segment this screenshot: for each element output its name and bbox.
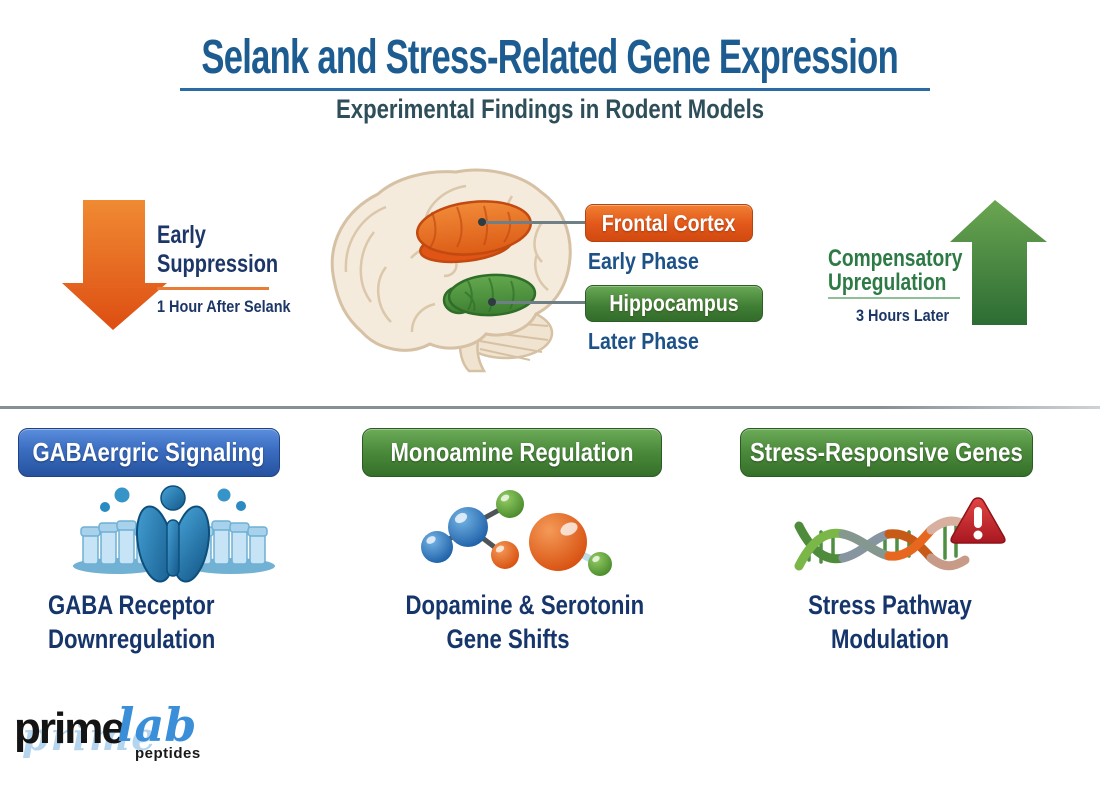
compensatory-line1: Compensatory [828, 245, 963, 272]
page-subtitle: Experimental Findings in Rodent Models [335, 94, 765, 124]
hippocampus-region [442, 273, 537, 317]
early-suppression-caption: 1 Hour After Selank [157, 297, 291, 316]
monoamine-card-label: Dopamine & Serotonin Gene Shifts [383, 588, 645, 656]
monoamine-card-line2: Gene Shifts [446, 624, 570, 654]
compensatory-underline [828, 297, 960, 299]
hippocampus-badge: Hippocampus [585, 285, 763, 322]
early-suppression-underline [157, 287, 269, 290]
gaba-card-line1: GABA Receptor [48, 590, 215, 620]
hippocampus-phase: Later Phase [588, 328, 699, 354]
stress-card-label: Stress Pathway Modulation [765, 588, 1015, 656]
frontal-cortex-label: Frontal Cortex [602, 209, 736, 236]
section-divider [0, 406, 1100, 409]
stress-card-line1: Stress Pathway [808, 590, 972, 620]
early-suppression-line1: Early [157, 221, 206, 249]
hippocampus-connector-line [492, 301, 585, 304]
monoamine-regulation-badge-label: Monoamine Regulation [390, 437, 634, 467]
title-underline [180, 88, 930, 91]
frontal-cortex-connector-line [482, 221, 585, 224]
early-suppression-label: Early Suppression [157, 221, 317, 279]
stress-responsive-genes-badge: Stress-Responsive Genes [740, 428, 1033, 477]
brain-illustration [330, 168, 572, 373]
gaba-card-label: GABA Receptor Downregulation [48, 588, 308, 656]
monoamine-regulation-badge: Monoamine Regulation [362, 428, 662, 477]
logo-ghost-script: prime [22, 714, 158, 759]
logo-tagline-text: peptides [135, 745, 201, 762]
gaba-signaling-badge: GABAergric Signaling [18, 428, 280, 477]
hippocampus-label: Hippocampus [609, 290, 739, 316]
dna-warning-icon [794, 497, 1006, 571]
gaba-signaling-badge-label: GABAergric Signaling [32, 437, 266, 467]
frontal-cortex-badge: Frontal Cortex [585, 204, 753, 242]
stress-responsive-genes-badge-label: Stress-Responsive Genes [750, 437, 1023, 467]
hippocampus-connector-dot [488, 298, 496, 306]
frontal-cortex-connector-dot [478, 218, 486, 226]
down-arrow-icon [62, 200, 167, 330]
logo-prime-text: prime [14, 704, 126, 753]
monoamine-card-line1: Dopamine & Serotonin [405, 590, 645, 620]
compensatory-caption: 3 Hours Later [856, 306, 950, 325]
stress-card-line2: Modulation [830, 624, 950, 654]
early-suppression-line2: Suppression [157, 250, 279, 278]
subtitle-wrap: Experimental Findings in Rodent Models [0, 94, 1100, 125]
gaba-receptor-icon [73, 485, 275, 583]
gaba-card-line2: Downregulation [48, 624, 216, 654]
frontal-cortex-phase: Early Phase [588, 248, 699, 274]
compensatory-upregulation-label: Compensatory Upregulation [828, 247, 1008, 295]
header: Selank and Stress-Related Gene Expressio… [0, 30, 1100, 85]
up-arrow-icon [950, 200, 1047, 325]
page-title: Selank and Stress-Related Gene Expressio… [201, 31, 899, 84]
monoamine-molecule-icon [421, 490, 612, 576]
logo-lab-text: lab [117, 698, 197, 752]
primelab-logo: prime prime lab peptides [14, 698, 234, 770]
frontal-cortex-region [415, 200, 533, 264]
compensatory-line2: Upregulation [828, 269, 947, 296]
warning-triangle-icon [950, 497, 1006, 544]
